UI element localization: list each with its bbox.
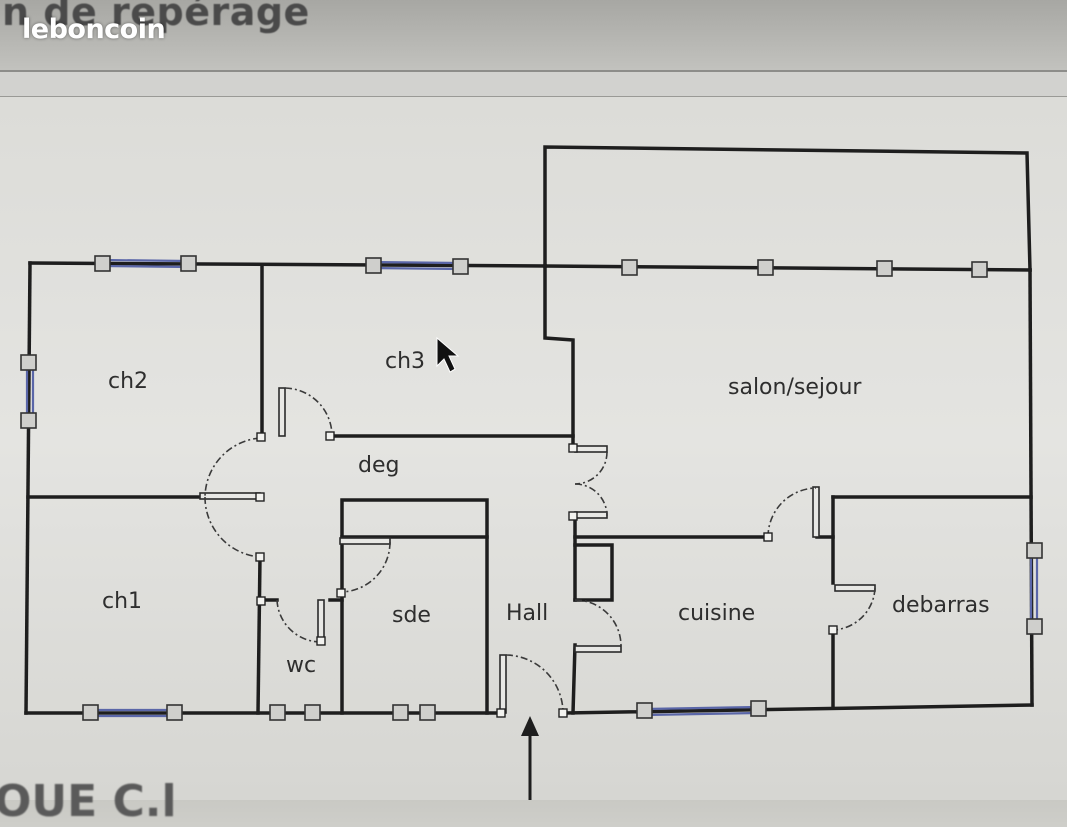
room-label-cuisine: cuisine xyxy=(678,601,755,626)
windows xyxy=(20,255,1043,721)
footer-partial-text: OUE C.l xyxy=(0,776,177,827)
room-label-ch3: ch3 xyxy=(385,349,425,374)
floor-plan: ch2 ch3 salon/sejour deg ch1 sde Hall cu… xyxy=(20,145,1043,800)
room-label-debarras: debarras xyxy=(892,593,990,618)
room-label-hall: Hall xyxy=(506,601,548,626)
room-label-salon: salon/sejour xyxy=(728,375,862,400)
room-label-wc: wc xyxy=(286,653,316,678)
mouse-cursor-icon xyxy=(436,336,460,373)
room-label-ch2: ch2 xyxy=(108,369,148,394)
toolbar-strip xyxy=(0,72,1067,97)
room-label-ch1: ch1 xyxy=(102,589,142,614)
title-bar: n de repérage leboncoin xyxy=(0,0,1067,72)
page-title: n de repérage xyxy=(2,0,310,34)
room-labels: ch2 ch3 salon/sejour deg ch1 sde Hall cu… xyxy=(102,349,990,678)
doors xyxy=(199,387,876,718)
room-label-deg: deg xyxy=(358,453,399,478)
walls xyxy=(24,145,1034,715)
leboncoin-watermark: leboncoin xyxy=(22,14,166,45)
entrance-arrow xyxy=(521,716,539,800)
room-label-sde: sde xyxy=(392,603,431,628)
